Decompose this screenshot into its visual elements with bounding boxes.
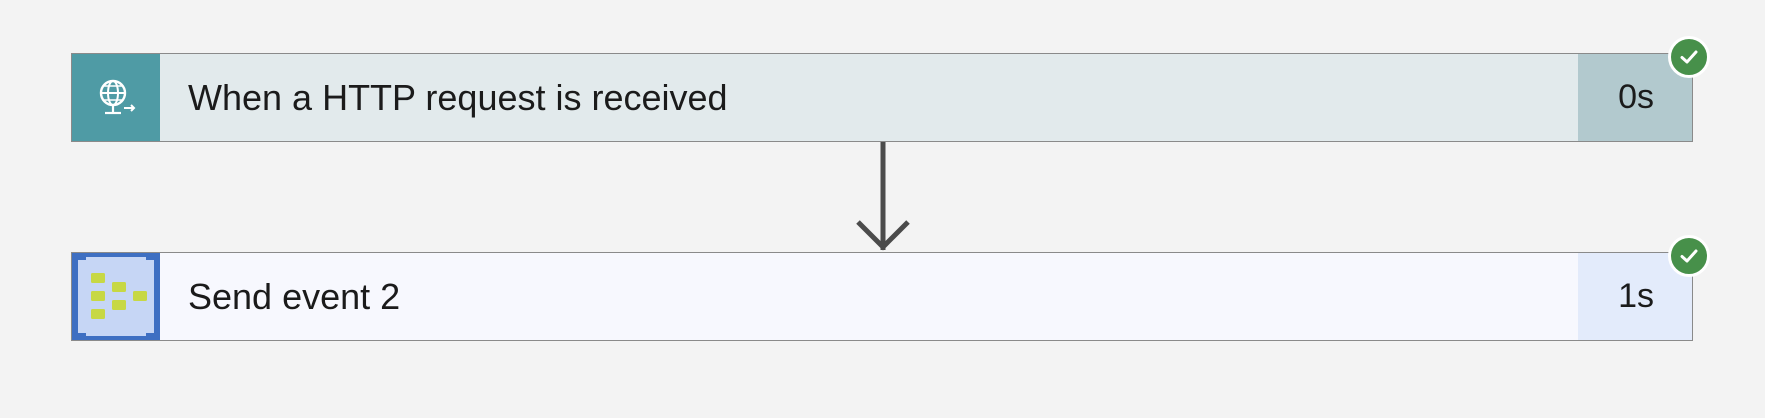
http-request-globe-icon (72, 54, 160, 141)
status-succeeded-badge (1668, 235, 1710, 277)
step-duration: 0s (1578, 54, 1692, 141)
step-send-event[interactable]: Send event 2 1s (71, 252, 1693, 341)
checkmark-icon (1680, 50, 1698, 64)
step-http-request-trigger[interactable]: When a HTTP request is received 0s (71, 53, 1693, 142)
status-succeeded-badge (1668, 36, 1710, 78)
step-title: Send event 2 (188, 275, 401, 317)
step-title: When a HTTP request is received (188, 76, 728, 118)
checkmark-icon (1680, 249, 1698, 263)
event-hubs-icon (72, 253, 160, 340)
